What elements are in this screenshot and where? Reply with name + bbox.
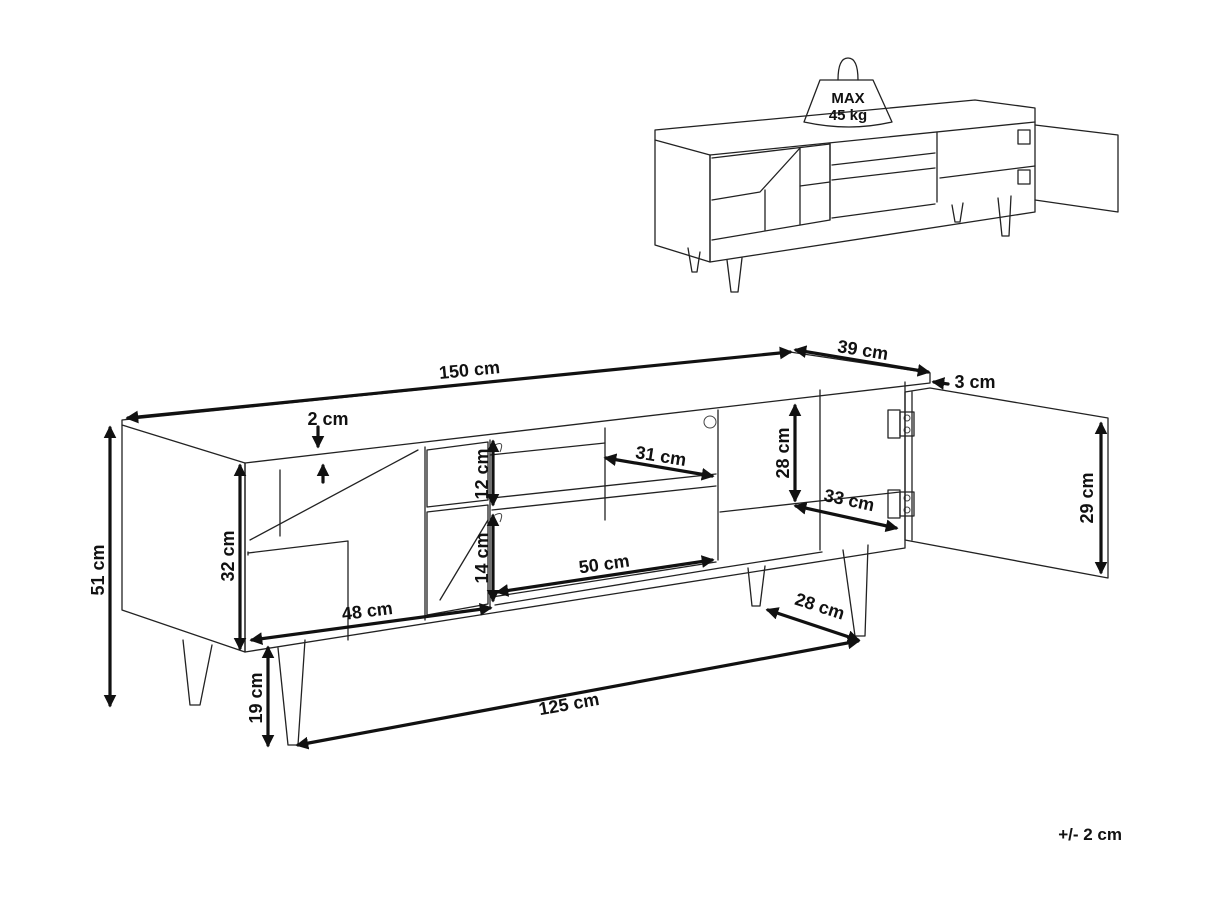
lower-shelf-height-label: 14 cm	[472, 532, 492, 583]
leg-height-label: 19 cm	[246, 672, 266, 723]
weight-bag-icon: MAX 45 kg	[803, 57, 893, 128]
door-height-label: 29 cm	[1077, 472, 1097, 523]
drawer-height-label: 32 cm	[218, 530, 238, 581]
leg-width-span-label: 125 cm	[537, 689, 601, 719]
total-height-label: 51 cm	[88, 544, 108, 595]
weight-value-label: 45 kg	[829, 107, 867, 124]
door-hinge-bottom-icon	[887, 489, 915, 519]
top-thickness-label: 3 cm	[954, 372, 995, 392]
cabinet-height-label: 28 cm	[773, 427, 793, 478]
upper-shelf-height-label: 12 cm	[472, 448, 492, 499]
weight-max-label: MAX	[831, 90, 864, 107]
door-hinge-top-icon	[887, 409, 915, 439]
leg-depth-span-label: 28 cm	[792, 589, 847, 624]
dimension-lines	[103, 345, 1108, 750]
panel-inset-label: 2 cm	[307, 409, 348, 429]
cabinet-width-label: 33 cm	[822, 485, 876, 515]
total-width-label: 150 cm	[438, 357, 501, 383]
drawer-width-label: 48 cm	[341, 598, 394, 624]
preview-illustration: MAX 45 kg	[654, 57, 1119, 293]
shelf-depth-label: 31 cm	[634, 442, 688, 470]
tolerance-note: +/- 2 cm	[1058, 825, 1122, 844]
